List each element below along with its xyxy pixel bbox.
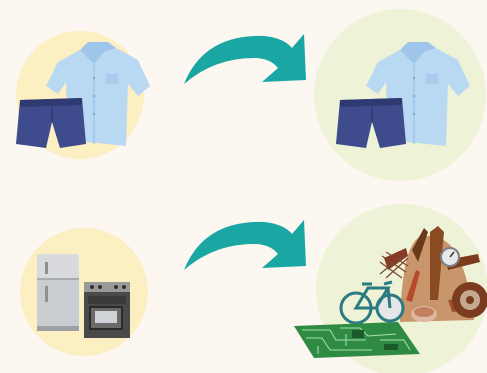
row-clothes	[16, 9, 486, 181]
curved-arrow-icon	[184, 220, 306, 270]
curved-arrow-icon	[184, 34, 306, 84]
target-circle-clothes	[314, 9, 486, 181]
source-circle-appliances	[20, 228, 148, 356]
target-circle-scrap	[294, 204, 487, 373]
stove-icon	[84, 282, 130, 338]
clock-icon	[441, 248, 459, 266]
gear-icon	[452, 282, 487, 318]
refrigerator-icon	[37, 254, 79, 331]
row-appliances	[20, 204, 487, 373]
source-circle-clothes	[16, 31, 150, 159]
circuit-board-icon	[294, 322, 420, 358]
